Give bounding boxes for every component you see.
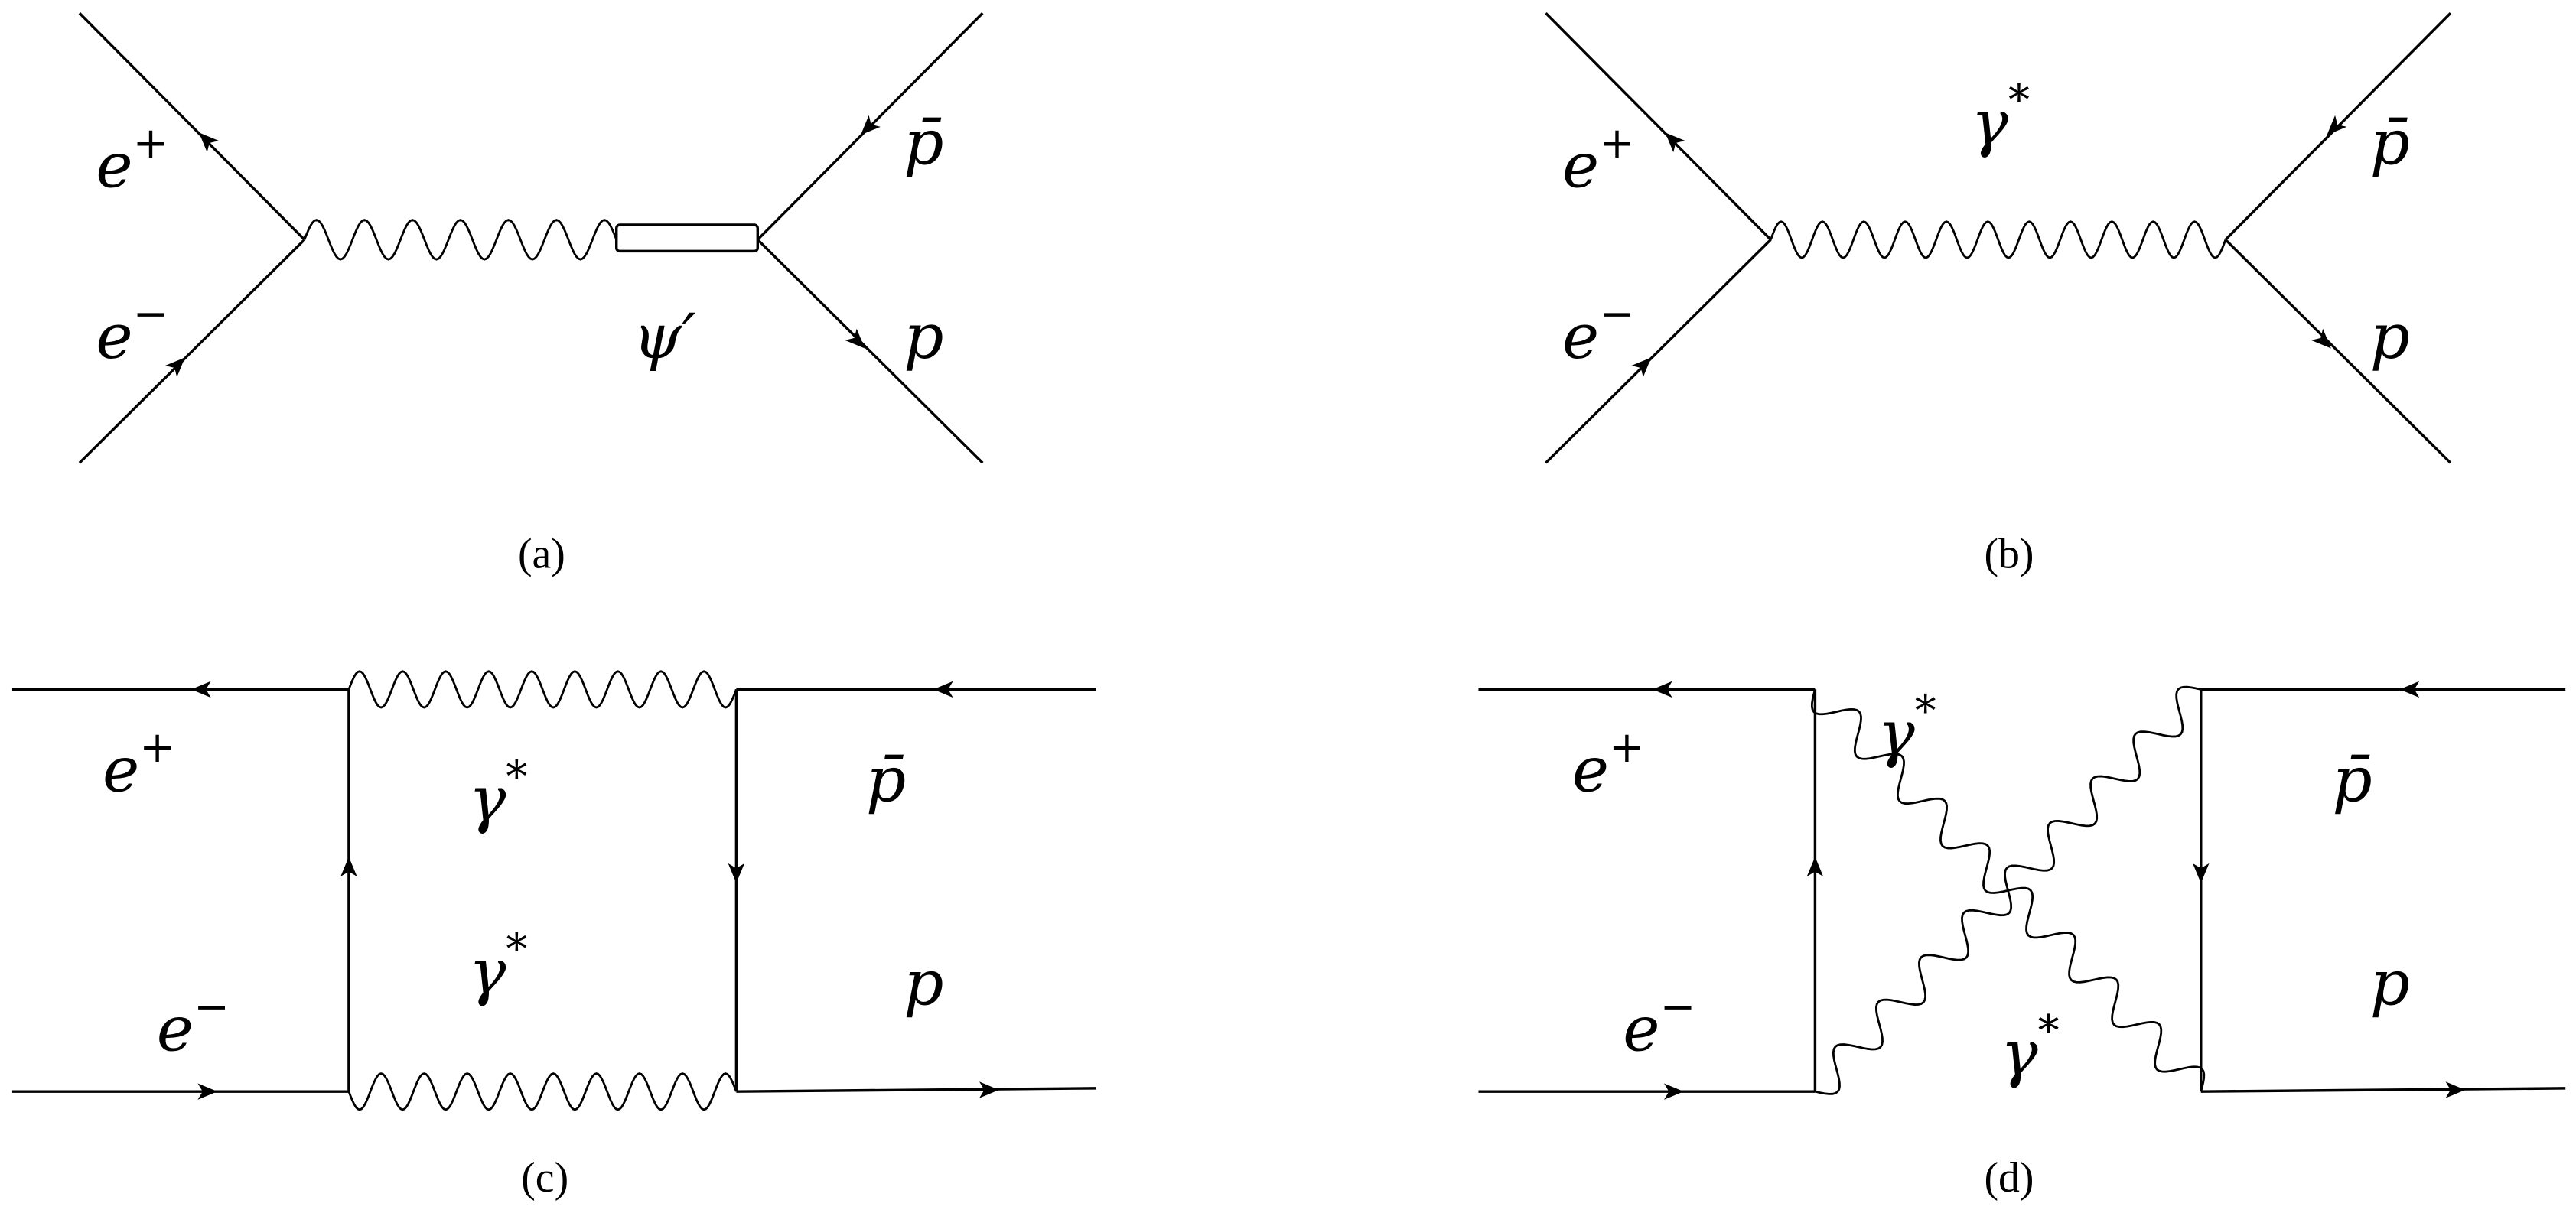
virtual-photon-b bbox=[1770, 220, 2227, 259]
arrow-icon bbox=[1806, 857, 1824, 877]
label-proton-b: p bbox=[2370, 301, 2410, 373]
arrow-icon bbox=[340, 857, 357, 877]
label-virtual-photon-top-c: γ* bbox=[469, 752, 528, 836]
label-e-plus-c: e+ bbox=[103, 723, 175, 807]
arrow-icon bbox=[860, 115, 881, 135]
arrow-icon bbox=[191, 681, 211, 698]
psi-prime-propagator-box bbox=[615, 223, 760, 253]
label-e-plus-d: e+ bbox=[1572, 723, 1645, 807]
label-antiproton-d: p̄ bbox=[2332, 743, 2372, 816]
arrow-icon bbox=[2327, 115, 2347, 135]
arrow-icon bbox=[2399, 681, 2420, 698]
caption-b: (b) bbox=[1984, 531, 2034, 578]
virtual-photon-top-c bbox=[347, 670, 738, 709]
arrow-icon bbox=[2445, 1081, 2466, 1098]
label-e-minus-a: e− bbox=[96, 289, 168, 373]
caption-d: (d) bbox=[1984, 1154, 2034, 1202]
label-e-minus-c: e− bbox=[157, 982, 230, 1066]
arrow-icon bbox=[845, 328, 865, 349]
arrow-icon bbox=[1665, 132, 1685, 153]
proton-line-d bbox=[2200, 1087, 2566, 1093]
arrow-icon bbox=[1652, 681, 1672, 698]
label-psi-prime: ψ′ bbox=[633, 301, 695, 373]
arrow-icon bbox=[165, 357, 185, 378]
caption-a: (a) bbox=[518, 531, 565, 578]
label-e-plus-b: e+ bbox=[1562, 119, 1635, 203]
virtual-photon-bottom-c bbox=[347, 1072, 738, 1111]
virtual-photon-crossed-2-d bbox=[1815, 685, 2202, 1095]
label-virtual-photon-b: γ* bbox=[1971, 76, 2030, 160]
proton-line-c bbox=[736, 1087, 1096, 1093]
arrow-icon bbox=[728, 863, 745, 883]
photon-propagator-a bbox=[303, 219, 618, 261]
caption-c: (c) bbox=[521, 1154, 568, 1202]
label-antiproton-c: p̄ bbox=[866, 743, 906, 816]
label-virtual-photon-top-d: γ* bbox=[1877, 687, 1936, 771]
electron-line-b bbox=[1545, 239, 1772, 464]
arrow-icon bbox=[2311, 328, 2331, 349]
proton-line-b bbox=[2224, 239, 2452, 464]
arrow-icon bbox=[1631, 357, 1652, 378]
label-antiproton-b: p̄ bbox=[2370, 107, 2410, 180]
label-e-minus-b: e− bbox=[1562, 289, 1635, 373]
label-virtual-photon-bottom-c: γ* bbox=[469, 925, 528, 1009]
arrow-icon bbox=[199, 132, 219, 153]
label-proton-a: p bbox=[904, 301, 943, 373]
label-e-minus-d: e− bbox=[1623, 982, 1695, 1066]
label-e-plus-a: e+ bbox=[96, 119, 168, 203]
arrow-icon bbox=[2193, 863, 2210, 883]
electron-line-a bbox=[78, 239, 306, 464]
label-virtual-photon-bottom-d: γ* bbox=[2001, 1006, 2060, 1091]
positron-line-b bbox=[1545, 11, 1772, 241]
label-proton-c: p bbox=[904, 947, 943, 1020]
label-antiproton-a: p̄ bbox=[904, 107, 943, 180]
arrow-icon bbox=[979, 1081, 999, 1098]
arrow-icon bbox=[933, 681, 953, 698]
proton-line-a bbox=[757, 239, 984, 464]
label-proton-d: p bbox=[2370, 947, 2410, 1020]
diagram-lines bbox=[11, 11, 2566, 1111]
arrow-icon bbox=[197, 1083, 218, 1100]
arrow-icon bbox=[1663, 1083, 1684, 1100]
positron-line-a bbox=[78, 11, 306, 241]
